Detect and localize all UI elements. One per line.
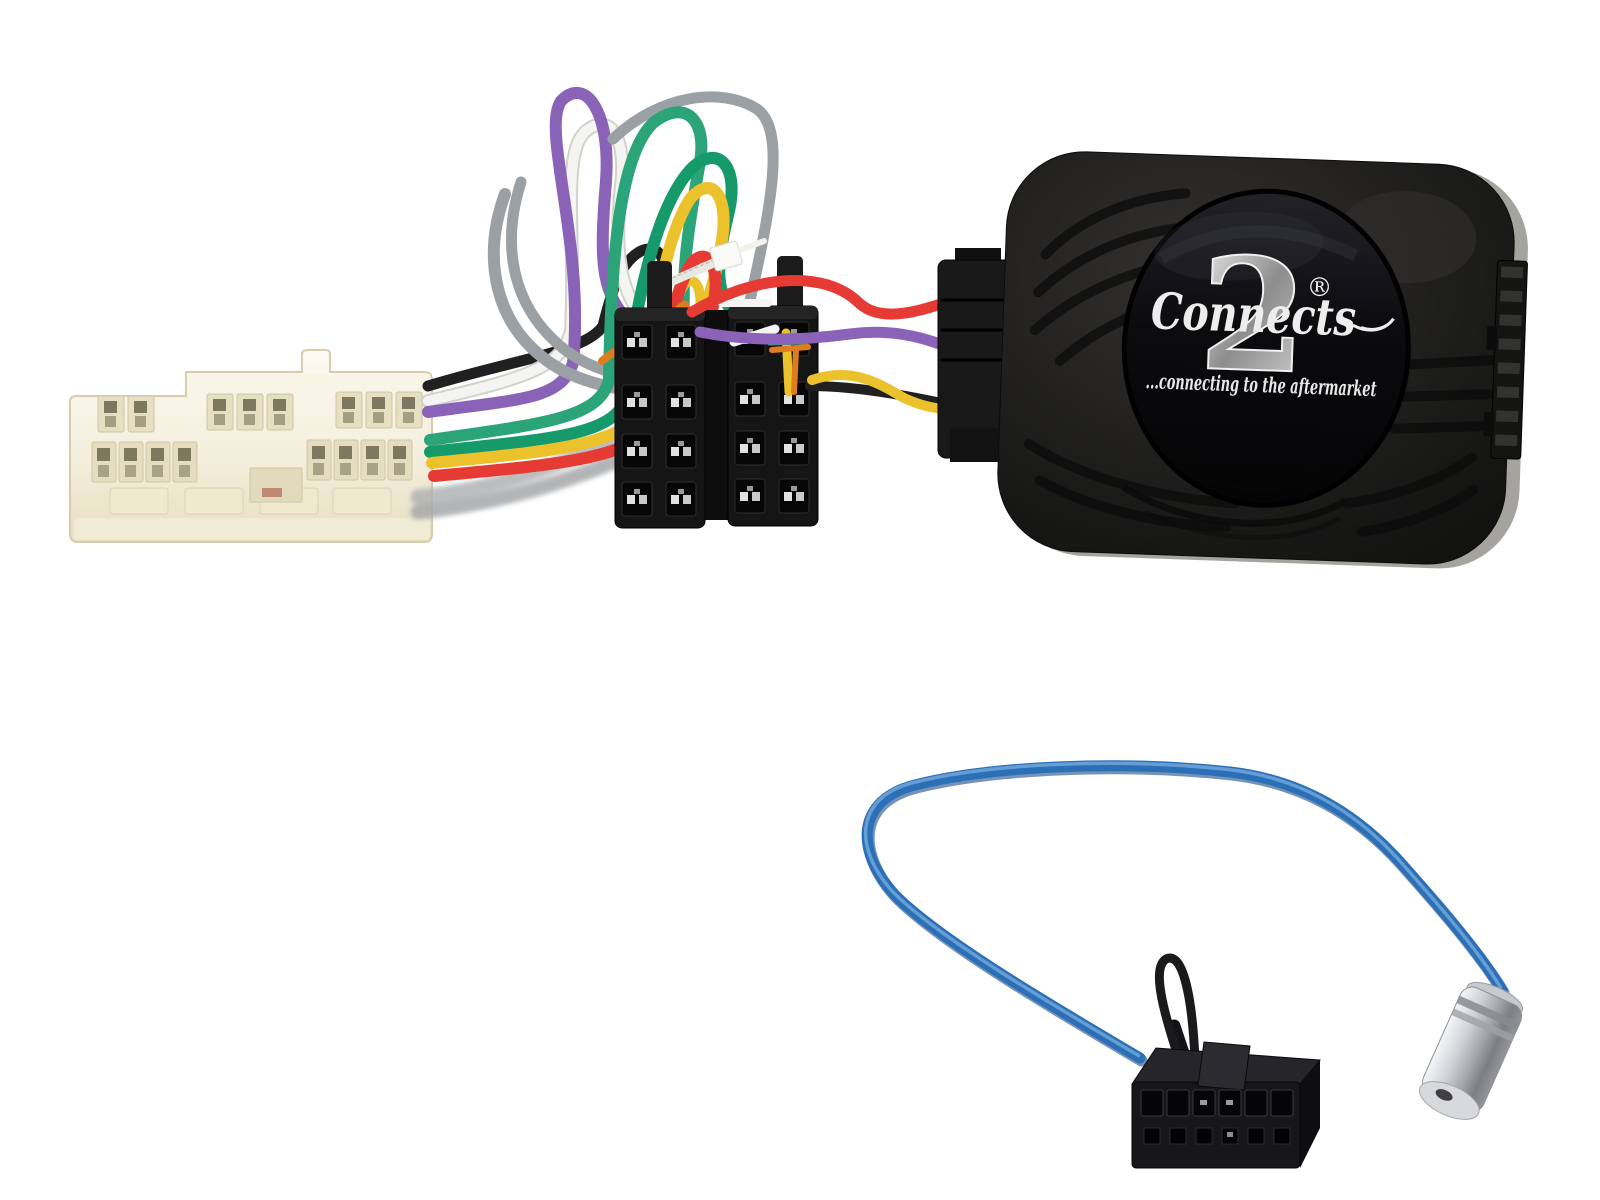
antenna-extension-cable [861, 760, 1510, 1067]
module-gloss-label [1121, 188, 1411, 508]
logo-numeral-2: 2 [1196, 222, 1310, 409]
gloss-highlight-arc [1158, 225, 1359, 264]
module-bottom-creases [1121, 484, 1347, 541]
wire-grey-top [607, 91, 779, 324]
cable-tie-head [709, 240, 743, 272]
blue-cable-highlight [863, 761, 1503, 1058]
vehicle-connector-bottom-lip [74, 518, 430, 540]
black-hairpin-wire [1154, 953, 1200, 1069]
molex-socket-row-lower [1143, 1127, 1291, 1145]
din-aerial-plug [1418, 981, 1524, 1120]
interface-module: 2 Connects ® ...connecting to the afterm… [997, 151, 1528, 569]
vehicle-connector-terminal-bit [262, 488, 282, 497]
logo-swash-tail [1352, 317, 1395, 332]
red-to-module [686, 275, 980, 320]
aerial-plug-collar-2 [1451, 1008, 1515, 1042]
connects2-logo: 2 Connects ® ...connecting to the afterm… [1145, 221, 1395, 410]
iso-b-orange-insert [791, 347, 799, 395]
molex-socket-row-upper [1140, 1089, 1294, 1117]
iso-connector-a [614, 261, 706, 529]
iso-a-latch-tab [647, 261, 672, 315]
blue-cable-shadow [862, 762, 1510, 1067]
gloss-sheen [1154, 211, 1324, 281]
module-edge-port [1483, 259, 1528, 460]
blurred-grey-wires [410, 433, 634, 520]
cable-tie [661, 238, 767, 289]
iso-a-top-edge [615, 308, 705, 321]
cable-tie-tail [661, 256, 723, 289]
logo-script-connects: Connects [1150, 281, 1357, 347]
iso-b-orange-bit [769, 344, 811, 353]
cable-tie-serrations [667, 258, 717, 281]
vehicle-harness-connector [69, 349, 433, 543]
iso-connector-b [727, 256, 819, 527]
vehicle-connector-top-face [188, 374, 430, 394]
molex-latch [1197, 1041, 1251, 1091]
wire-grey-arc-1 [487, 188, 636, 396]
logo-registered-mark: ® [1306, 273, 1333, 304]
iso-b-top-edge [728, 306, 818, 319]
blue-cable-core [861, 760, 1508, 1064]
12-pin-micro-connector [1131, 1041, 1322, 1169]
molex-right-face [1300, 1060, 1320, 1168]
aerial-plug-collar-1 [1456, 995, 1521, 1030]
aerial-plug-tip-hole [1435, 1089, 1453, 1101]
wire-purple [422, 87, 632, 418]
iso-seam-shadow [704, 310, 729, 520]
cable-tie-tip [737, 238, 767, 253]
vehicle-pin-row-upper [97, 391, 423, 433]
gloss-lower-crease [1172, 461, 1350, 491]
stub-grooves [940, 298, 1012, 362]
